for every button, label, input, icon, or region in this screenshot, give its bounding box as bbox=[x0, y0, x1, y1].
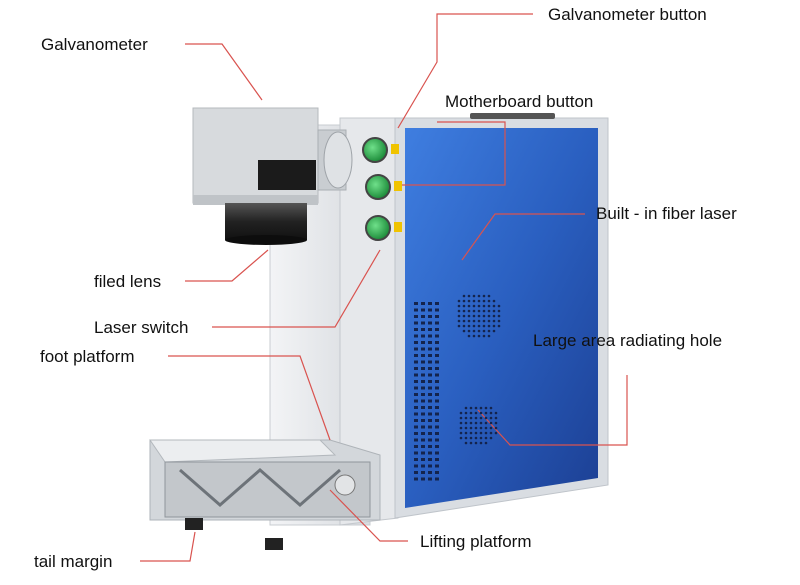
leader-lifting-platform bbox=[329, 489, 408, 542]
vent-holes bbox=[414, 294, 501, 481]
leader-filed-lens bbox=[185, 249, 269, 282]
leader-galvanometer-button bbox=[397, 13, 533, 129]
leader-galvanometer bbox=[185, 43, 263, 101]
motherboard-button-icon bbox=[365, 174, 391, 200]
leader-foot-platform bbox=[168, 355, 331, 441]
label-foot-platform: foot platform bbox=[40, 347, 135, 366]
label-tail-margin: tail margin bbox=[34, 552, 113, 571]
leader-motherboard-button bbox=[402, 121, 506, 186]
work-table bbox=[149, 439, 337, 463]
label-filed-lens: filed lens bbox=[94, 272, 162, 291]
label-motherboard-button: Motherboard button bbox=[445, 92, 594, 111]
front-panel-blue bbox=[405, 128, 598, 508]
galvanometer-front bbox=[193, 195, 318, 205]
label-large-area-radiating-hole: Large area radiating hole bbox=[533, 331, 723, 350]
galvo-flange bbox=[323, 131, 353, 189]
leader-lines bbox=[140, 13, 628, 562]
galvanometer-window bbox=[258, 160, 316, 190]
label-galvanometer-button: Galvanometer button bbox=[548, 5, 707, 24]
label-laser-switch: Laser switch bbox=[94, 318, 189, 337]
label-lifting-platform: Lifting platform bbox=[420, 532, 532, 551]
control-buttons bbox=[362, 137, 402, 241]
label-galvanometer: Galvanometer bbox=[41, 35, 148, 54]
galvanometer-button-icon bbox=[362, 137, 388, 163]
leader-built-in-fiber-laser bbox=[461, 213, 585, 261]
laser-switch-button-icon bbox=[365, 215, 391, 241]
field-lens bbox=[225, 203, 307, 240]
leader-large-area-radiating-hole bbox=[477, 375, 628, 446]
tail-foot bbox=[185, 518, 203, 530]
label-built-in-fiber-laser: Built - in fiber laser bbox=[596, 204, 737, 223]
top-handle bbox=[470, 113, 555, 119]
leader-laser-switch bbox=[212, 249, 381, 328]
leader-tail-margin bbox=[140, 531, 196, 562]
